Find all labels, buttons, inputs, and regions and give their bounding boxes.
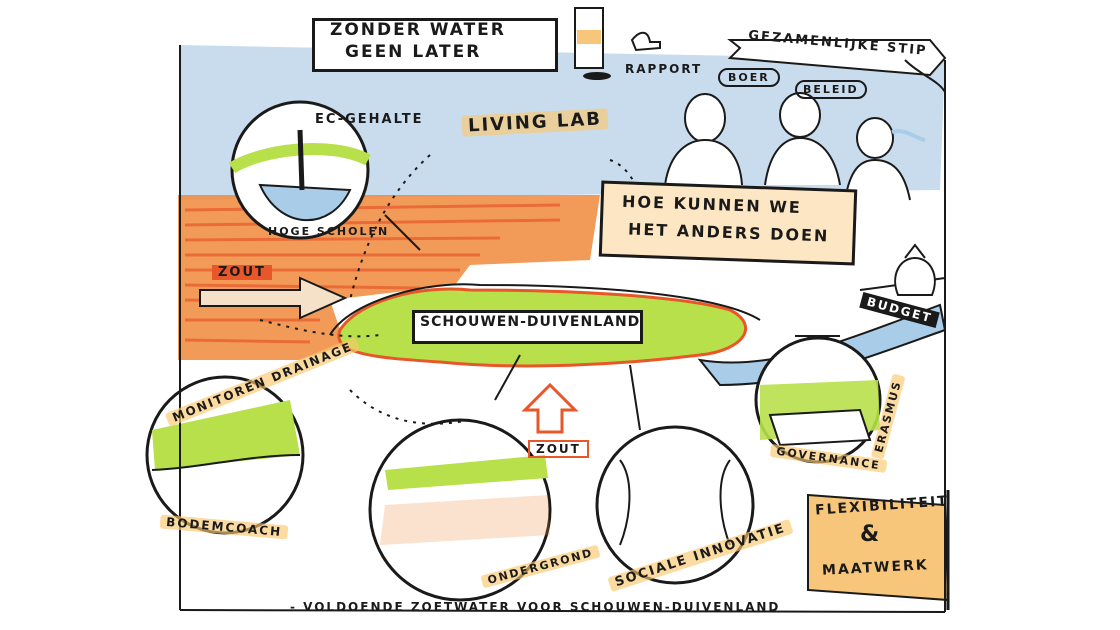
student-figure xyxy=(844,117,926,201)
island-outline xyxy=(329,283,761,336)
hoge-scholen-label: HOGE SCHOLEN xyxy=(268,225,390,238)
rapport-label: RAPPORT xyxy=(625,62,703,76)
title-line1: ZONDER WATER xyxy=(330,20,506,40)
footer-rule xyxy=(179,609,946,613)
boer-label: BOER xyxy=(718,68,780,87)
island-box xyxy=(412,310,643,344)
island-label: SCHOUWEN-DUIVENLAND xyxy=(420,314,641,330)
official-figure xyxy=(764,92,841,186)
zout-bottom-label: ZOUT xyxy=(528,440,589,458)
farmer-figure xyxy=(664,93,743,186)
zout-left-label: ZOUT xyxy=(212,265,272,280)
footer-text: - VOLDOENDE ZOETWATER VOOR SCHOUWEN-DUIV… xyxy=(290,600,781,614)
ec-gehalte-label: EC-GEHALTE xyxy=(315,112,424,127)
salt-arrow-left xyxy=(199,276,348,320)
flex-amp: & xyxy=(860,522,882,547)
thumbs-up-icon xyxy=(630,31,661,52)
tube-report-icon xyxy=(574,7,611,80)
beleid-label: BELEID xyxy=(795,80,867,99)
money-bag-icon xyxy=(894,243,936,296)
salt-arrow-up xyxy=(521,382,579,434)
banner-ribbon xyxy=(727,39,947,77)
title-box xyxy=(312,18,558,72)
title-line2: GEEN LATER xyxy=(345,42,482,62)
